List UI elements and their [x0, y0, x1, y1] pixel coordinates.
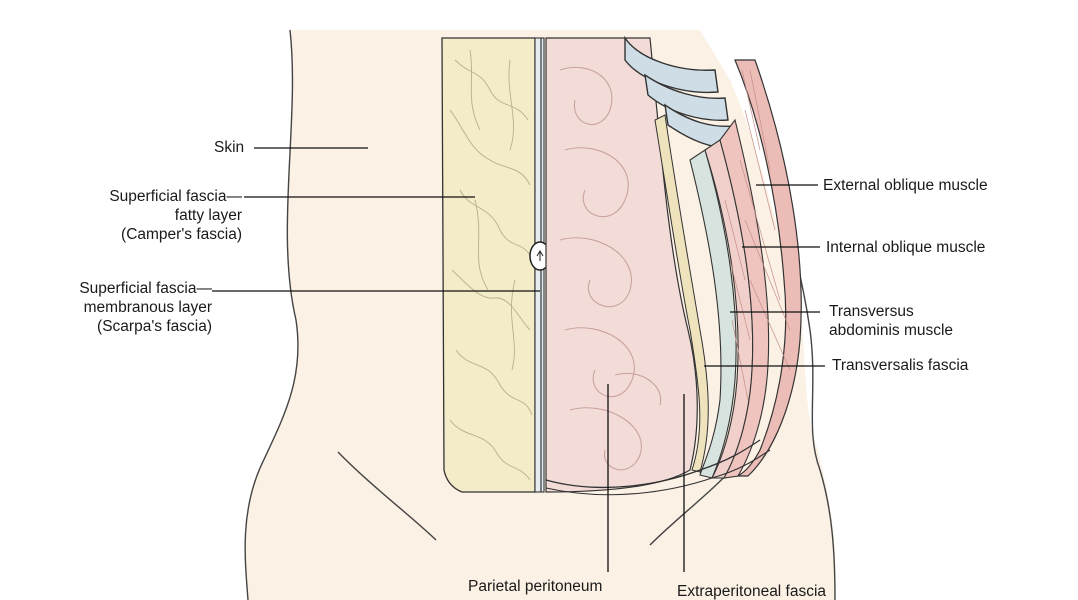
label-parietal-peritoneum: Parietal peritoneum: [468, 578, 603, 595]
label-scarpa-line-1: Superficial fascia—: [79, 280, 212, 297]
label-transversus-line-2: abdominis muscle: [829, 322, 954, 339]
label-extraperitoneal-fascia: Extraperitoneal fascia: [677, 583, 827, 600]
label-transversalis-fascia: Transversalis fascia: [832, 357, 969, 374]
leader-lines: [212, 147, 825, 572]
label-scarpa-fascia: Superficial fascia— membranous layer (Sc…: [79, 279, 212, 336]
label-camper-line-3: (Camper's fascia): [121, 226, 242, 243]
lower-fascial-sweep: [545, 439, 761, 489]
label-camper-fascia: Superficial fascia— fatty layer (Camper'…: [109, 187, 242, 244]
label-skin: Skin: [214, 139, 245, 156]
label-internal-oblique: Internal oblique muscle: [826, 239, 986, 256]
extraperitoneal-fat: [654, 114, 709, 473]
lower-fascial-sweep-2: [545, 449, 771, 496]
label-external-oblique: External oblique muscle: [823, 177, 988, 194]
label-camper-line-2: fatty layer: [174, 207, 242, 224]
muscle-fibers: [724, 69, 791, 401]
groin-left-line: [337, 451, 437, 541]
label-camper-line-1: Superficial fascia—: [109, 188, 242, 205]
bowel-loops: [559, 66, 662, 471]
umbilicus-mark: [536, 250, 544, 261]
label-transversus-abdominis: Transversus abdominis muscle: [829, 302, 953, 340]
label-transversus-line-1: Transversus: [829, 303, 914, 320]
external-oblique-layer: [734, 59, 802, 477]
fatty-layer-panel: [441, 37, 536, 493]
torso-left-outline: [244, 29, 299, 600]
label-scarpa-line-3: (Scarpa's fascia): [97, 318, 212, 335]
label-scarpa-line-2: membranous layer: [83, 299, 212, 316]
